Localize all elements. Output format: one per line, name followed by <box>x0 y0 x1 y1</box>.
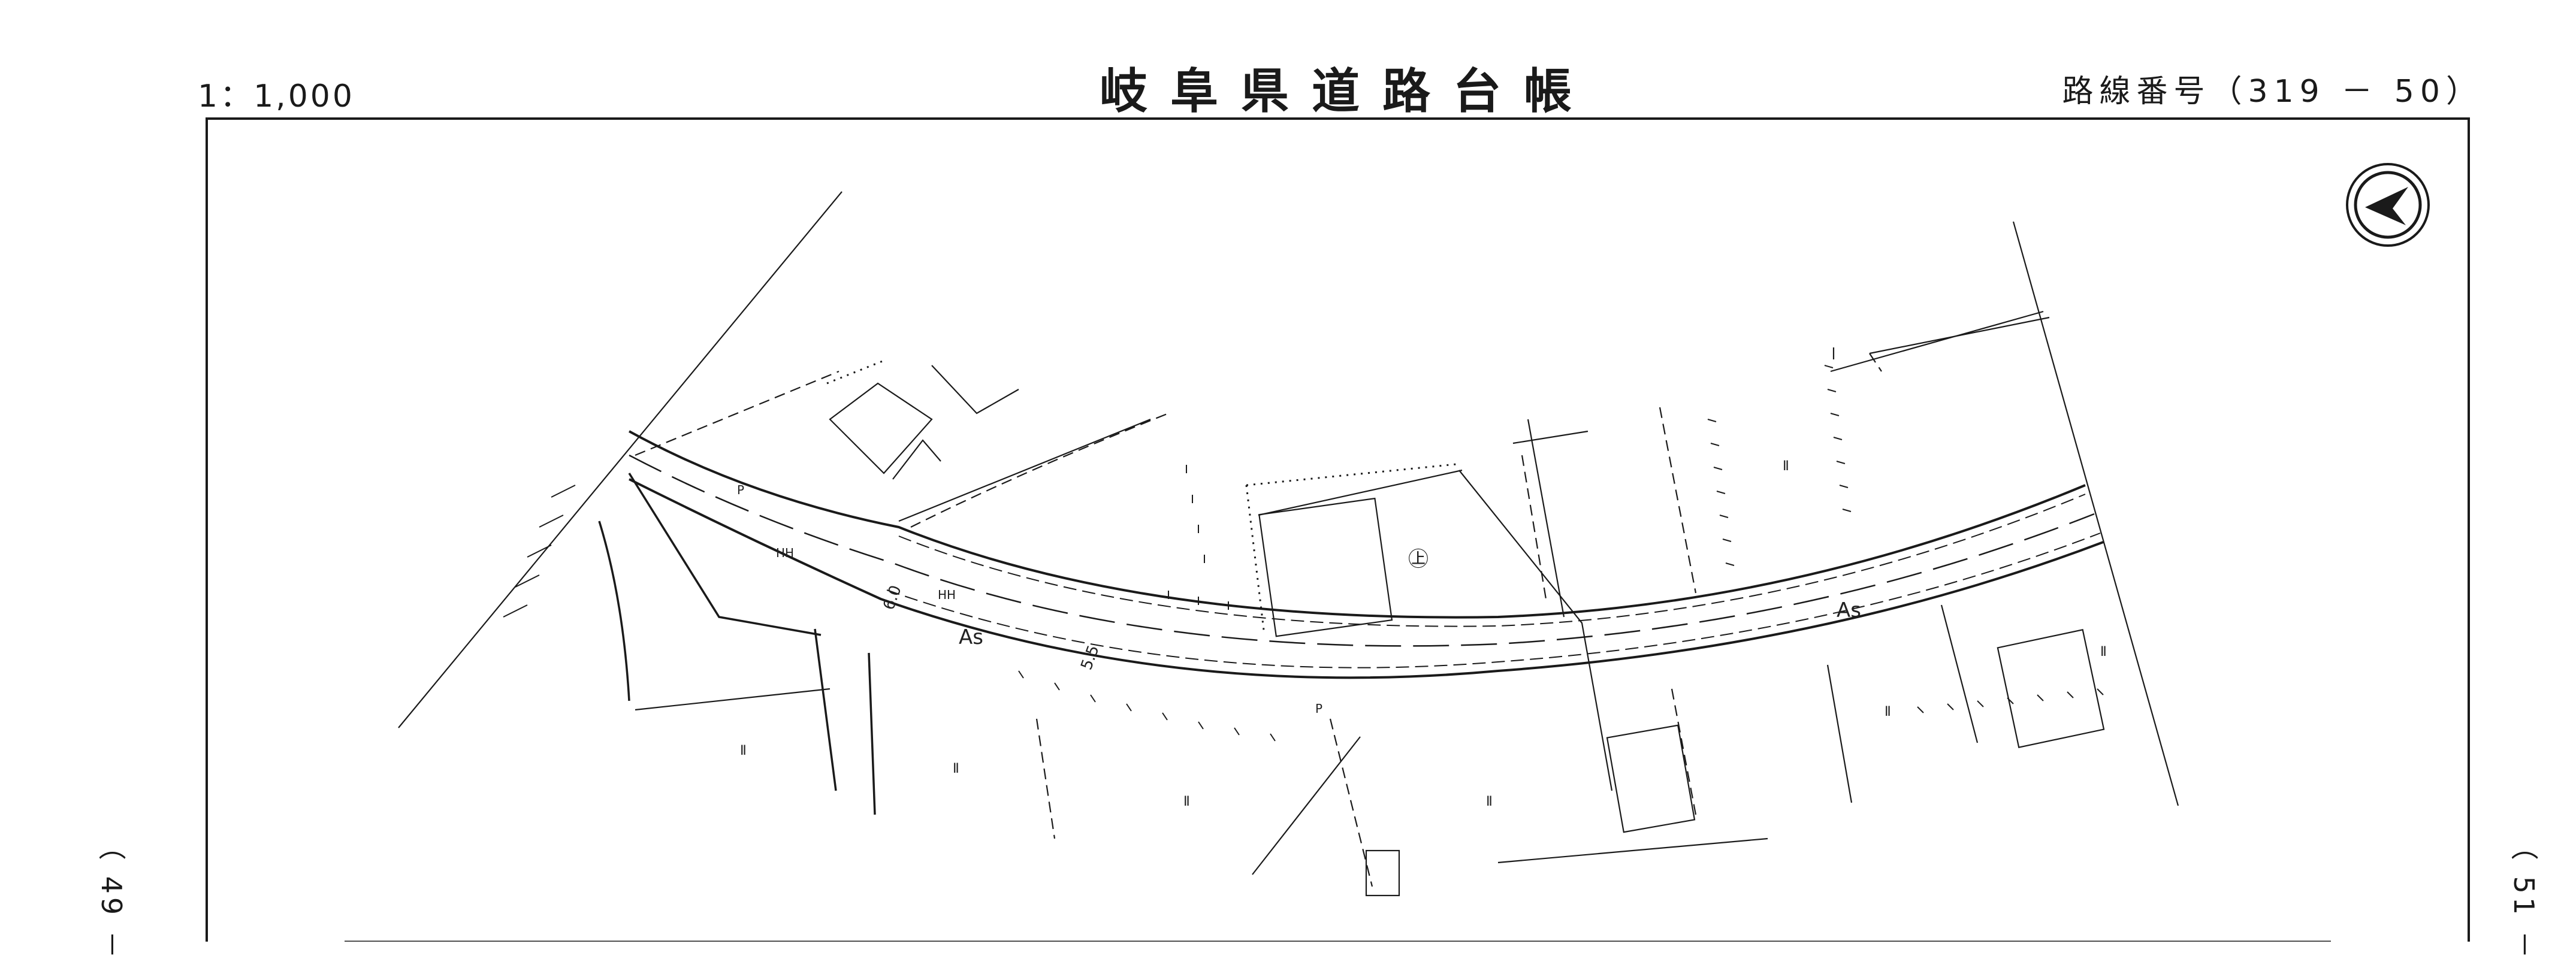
route-number: 319 － 50 <box>2248 74 2446 110</box>
field-mark-5: Ⅱ <box>1783 459 1789 474</box>
field-mark-4: Ⅱ <box>1486 794 1493 809</box>
road-sidelines <box>886 494 2101 668</box>
field-mark-1: Ⅱ <box>740 743 747 758</box>
width-label-b: 5.5 <box>1077 643 1103 672</box>
route-number-label: 路線番号（319 － 50） <box>2062 66 2483 111</box>
map-annotations: As As 6.0 5.5 HH HH ㊤ P P Ⅱ Ⅱ Ⅱ Ⅱ Ⅱ Ⅱ Ⅱ <box>737 459 2107 809</box>
route-prefix: 路線番号（ <box>2062 74 2248 110</box>
pole-mark-a: P <box>737 483 744 497</box>
parcel-boundaries <box>398 191 2179 897</box>
dashed-boundaries <box>635 353 1882 887</box>
side-road <box>598 473 876 815</box>
field-mark-2: Ⅱ <box>953 761 959 776</box>
building-mark-b: HH <box>938 588 956 602</box>
map-scale: 1：1,000 <box>198 78 355 114</box>
pavement-label-left: As <box>959 625 983 649</box>
field-mark-7: Ⅱ <box>2100 645 2107 660</box>
fence-hatching <box>503 365 2104 742</box>
map-frame <box>206 117 2470 942</box>
field-mark-3: Ⅱ <box>1183 794 1190 809</box>
pole-mark-b: P <box>1315 701 1322 716</box>
width-label-a: 6.0 <box>880 583 905 612</box>
road-edges <box>629 430 2104 679</box>
building-mark-a: HH <box>776 546 794 560</box>
field-mark-6: Ⅱ <box>1885 704 1891 719</box>
route-suffix: ） <box>2445 74 2483 110</box>
map-title: 岐阜県道路台帳 <box>1100 63 1594 119</box>
road-centerline <box>629 454 2095 647</box>
pavement-label-right: As <box>1837 598 1861 622</box>
north-arrow-icon <box>2346 163 2430 247</box>
parking-mark: ㊤ <box>1408 547 1429 571</box>
road-ledger-map[interactable]: As As 6.0 5.5 HH HH ㊤ P P Ⅱ Ⅱ Ⅱ Ⅱ Ⅱ Ⅱ Ⅱ <box>0 0 2576 942</box>
